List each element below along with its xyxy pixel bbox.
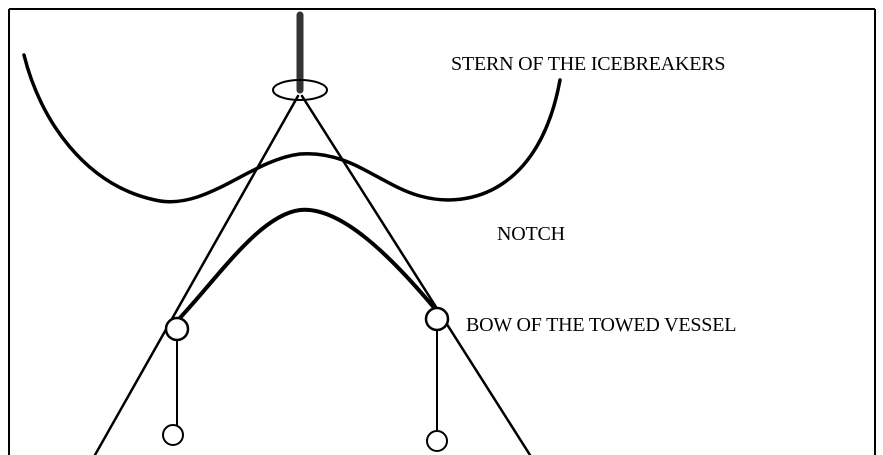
right-fairlead-assembly [424,306,450,452]
right-mooring-point [426,430,448,452]
tow-line-right [300,94,532,455]
stern-label: STERN OF THE ICEBREAKERS [451,53,725,75]
icebreaker-stern-hull [22,53,562,204]
diagram-frame [8,8,876,455]
left-fairlead-assembly [162,316,190,446]
towed-vessel-bow [176,207,438,322]
tow-lines [93,94,532,455]
right-fairlead [424,306,450,332]
left-fairlead [164,316,190,342]
left-mooring-point [162,424,184,446]
tow-line-left [93,94,300,455]
tow-hook-ring [272,79,328,101]
bow-label: BOW OF THE TOWED VESSEL [466,314,736,336]
notch-label: NOTCH [497,223,565,245]
